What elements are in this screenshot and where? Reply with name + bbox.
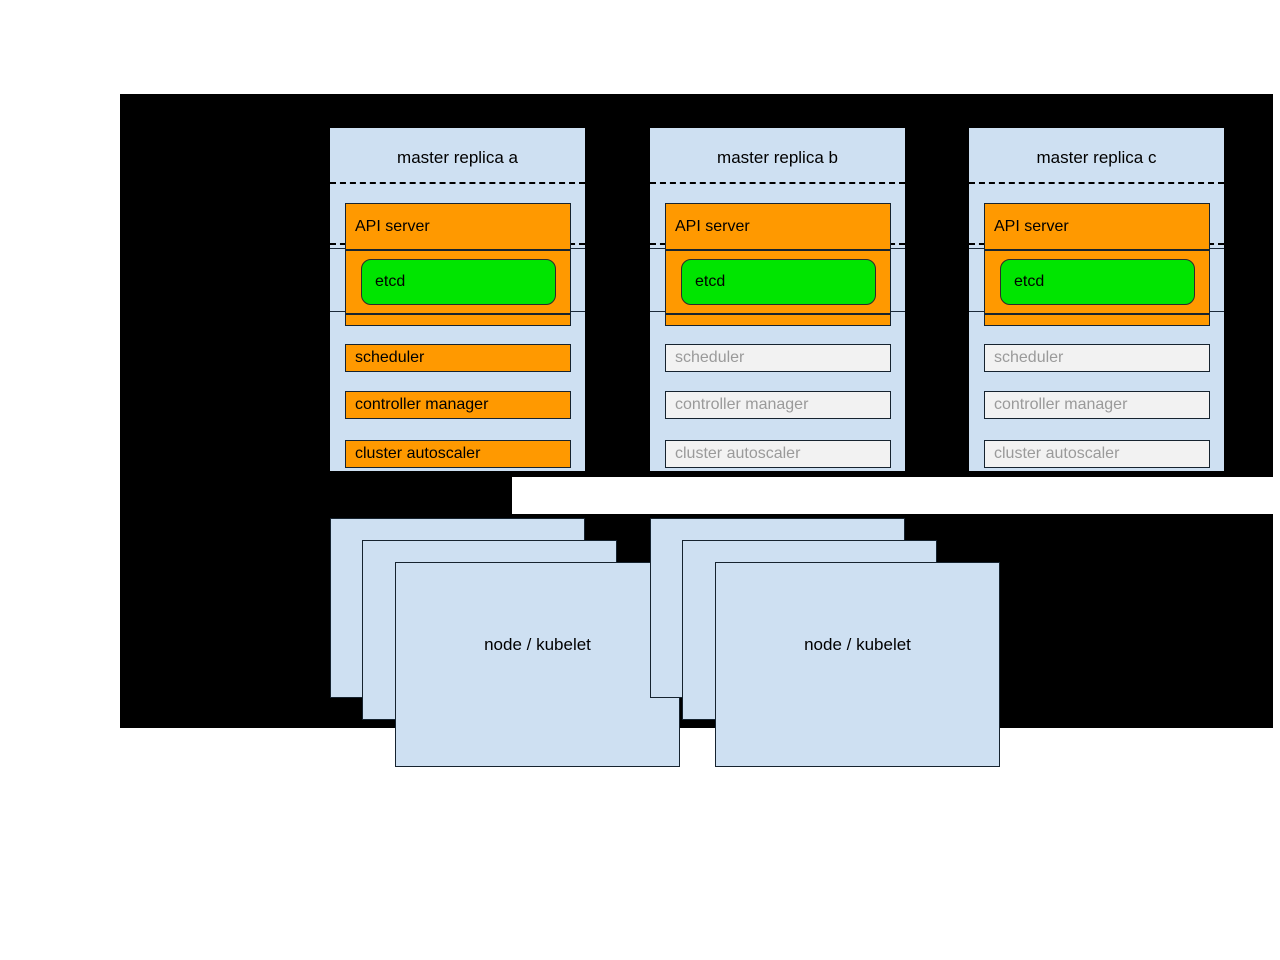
master-replica-card-b[interactable]: master replica b API server etcd schedul… (650, 128, 905, 471)
api-server-footer-band (665, 314, 891, 326)
etcd-box[interactable]: etcd (1000, 259, 1195, 305)
cluster-autoscaler-box[interactable]: cluster autoscaler (345, 440, 571, 468)
etcd-host-band: etcd (665, 250, 891, 314)
etcd-box[interactable]: etcd (681, 259, 876, 305)
etcd-host-band: etcd (345, 250, 571, 314)
api-server-box[interactable]: API server (665, 203, 891, 250)
master-replica-card-c[interactable]: master replica c API server etcd schedul… (969, 128, 1224, 471)
node-kubelet-label: node / kubelet (484, 635, 591, 654)
master-replica-title: master replica b (717, 148, 838, 167)
backdrop-notch (512, 477, 1280, 514)
node-kubelet-label: node / kubelet (804, 635, 911, 654)
controller-manager-box[interactable]: controller manager (665, 391, 891, 419)
etcd-host-band: etcd (984, 250, 1210, 314)
controller-manager-box[interactable]: controller manager (984, 391, 1210, 419)
master-replica-title: master replica c (1036, 148, 1157, 167)
master-replica-title: master replica a (397, 148, 518, 167)
api-server-footer-band (345, 314, 571, 326)
node-kubelet-card-front[interactable]: node / kubelet (395, 562, 680, 767)
node-kubelet-card-front[interactable]: node / kubelet (715, 562, 1000, 767)
api-server-box[interactable]: API server (345, 203, 571, 250)
replica-dashed-separator-top (650, 182, 905, 184)
cluster-autoscaler-box[interactable]: cluster autoscaler (665, 440, 891, 468)
controller-manager-box[interactable]: controller manager (345, 391, 571, 419)
cluster-autoscaler-box[interactable]: cluster autoscaler (984, 440, 1210, 468)
api-server-box[interactable]: API server (984, 203, 1210, 250)
scheduler-box[interactable]: scheduler (345, 344, 571, 372)
api-server-footer-band (984, 314, 1210, 326)
master-replica-card-a[interactable]: master replica a API server etcd schedul… (330, 128, 585, 471)
scheduler-box[interactable]: scheduler (665, 344, 891, 372)
etcd-box[interactable]: etcd (361, 259, 556, 305)
replica-dashed-separator-top (969, 182, 1224, 184)
replica-dashed-separator-top (330, 182, 585, 184)
scheduler-box[interactable]: scheduler (984, 344, 1210, 372)
